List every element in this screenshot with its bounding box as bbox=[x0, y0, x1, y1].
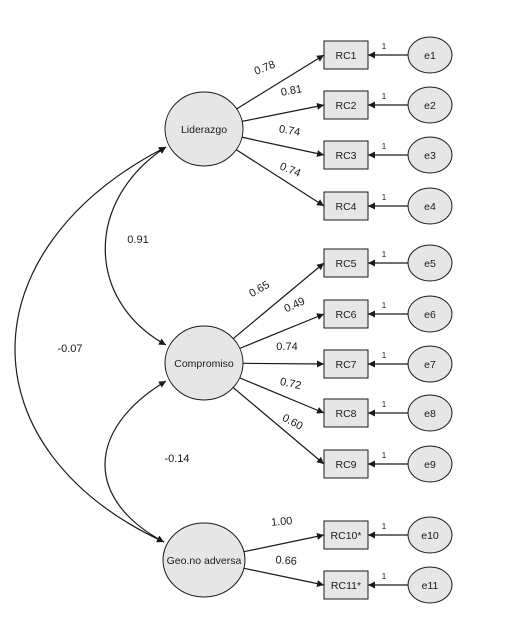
error-label: e5 bbox=[424, 258, 436, 270]
latent-label-compromiso: Compromiso bbox=[174, 358, 234, 370]
error-label: e7 bbox=[424, 359, 436, 371]
latent-label-liderazgo: Liderazgo bbox=[181, 124, 227, 136]
indicator-label: RC2 bbox=[335, 100, 356, 112]
loading-coefficient: 0.78 bbox=[253, 59, 277, 78]
loading-coefficient: 0.81 bbox=[280, 83, 303, 99]
indicator-label: RC11* bbox=[331, 580, 361, 592]
error-term bbox=[407, 345, 453, 383]
loading-path bbox=[242, 360, 325, 368]
loading-path bbox=[239, 377, 325, 414]
covariance-coefficient: -0.07 bbox=[57, 343, 82, 355]
latent-liderazgo bbox=[164, 91, 244, 167]
indicator-box bbox=[323, 449, 369, 479]
error-label: e6 bbox=[424, 309, 436, 321]
indicator-label: RC4 bbox=[335, 201, 356, 213]
indicator-box bbox=[323, 248, 369, 278]
indicator-label: RC7 bbox=[335, 359, 356, 371]
loading-coefficient: 0.66 bbox=[275, 554, 297, 567]
fixed-weight-label: 1 bbox=[382, 250, 387, 259]
indicator-box bbox=[323, 90, 369, 120]
nodes-layer bbox=[162, 36, 453, 604]
loading-path bbox=[243, 533, 325, 553]
error-label: e9 bbox=[424, 459, 436, 471]
indicator-box bbox=[323, 40, 369, 70]
loading-coefficient: 0.74 bbox=[276, 341, 297, 353]
error-term bbox=[407, 36, 453, 74]
error-term bbox=[407, 394, 453, 432]
fixed-weight-label: 1 bbox=[382, 451, 387, 460]
error-label: e10 bbox=[421, 530, 439, 542]
indicator-label: RC3 bbox=[335, 150, 356, 162]
fixed-weight-label: 1 bbox=[382, 92, 387, 101]
fixed-weight-label: 1 bbox=[382, 193, 387, 202]
fixed-weight-label: 1 bbox=[382, 142, 387, 151]
error-label: e4 bbox=[424, 201, 436, 213]
covariance-coefficient: 0.91 bbox=[127, 234, 148, 246]
loading-path bbox=[236, 54, 325, 110]
loading-path bbox=[243, 567, 325, 587]
loading-coefficient: 0.49 bbox=[282, 295, 306, 315]
covariance-coefficient: -0.14 bbox=[164, 453, 189, 465]
indicator-box bbox=[323, 140, 369, 170]
error-term bbox=[407, 566, 453, 604]
error-label: e3 bbox=[424, 150, 436, 162]
loading-path bbox=[241, 136, 325, 157]
error-term bbox=[407, 244, 453, 282]
fixed-weight-label: 1 bbox=[382, 42, 387, 51]
covariance-layer bbox=[14, 146, 167, 543]
indicator-label: RC6 bbox=[335, 309, 356, 321]
loading-coefficient: 0.74 bbox=[278, 161, 302, 180]
loading-path bbox=[242, 102, 325, 122]
loading-coefficient: 0.65 bbox=[247, 279, 272, 300]
loading-coefficient: 1.00 bbox=[271, 515, 293, 529]
latent-compromiso bbox=[164, 325, 244, 401]
error-term bbox=[407, 136, 453, 174]
error-term bbox=[407, 516, 453, 554]
latent-label-geo: Geo.no adversa bbox=[167, 555, 242, 567]
loading-coefficient: 0.72 bbox=[279, 376, 302, 392]
indicator-box bbox=[323, 520, 369, 550]
error-label: e11 bbox=[422, 580, 439, 592]
fixed-weight-label: 1 bbox=[382, 400, 387, 409]
error-label: e1 bbox=[424, 50, 436, 62]
indicator-box bbox=[323, 570, 369, 600]
covariance-arc bbox=[104, 146, 167, 346]
indicator-label: RC5 bbox=[335, 258, 356, 270]
indicator-label: RC10* bbox=[331, 530, 362, 542]
error-term bbox=[407, 445, 453, 483]
error-label: e2 bbox=[424, 100, 436, 112]
indicator-label: RC1 bbox=[335, 50, 356, 62]
error-term bbox=[407, 187, 453, 225]
indicator-box bbox=[323, 349, 369, 379]
loading-path bbox=[232, 262, 325, 340]
indicator-label: RC9 bbox=[335, 459, 356, 471]
error-term bbox=[407, 295, 453, 333]
loading-path bbox=[232, 387, 325, 465]
covariance-arc bbox=[104, 380, 167, 543]
fixed-weight-label: 1 bbox=[382, 301, 387, 310]
fixed-weight-label: 1 bbox=[382, 522, 387, 531]
loading-path bbox=[239, 313, 325, 349]
fixed-weight-label: 1 bbox=[382, 572, 387, 581]
paths-layer bbox=[232, 51, 408, 589]
error-label: e8 bbox=[424, 408, 436, 420]
loading-path bbox=[235, 149, 325, 207]
error-term bbox=[407, 86, 453, 124]
loading-coefficient: 0.74 bbox=[278, 123, 301, 139]
fixed-weight-label: 1 bbox=[382, 351, 387, 360]
latent-geo bbox=[162, 522, 246, 598]
indicator-box bbox=[323, 191, 369, 221]
covariance-arc bbox=[14, 146, 167, 543]
indicator-label: RC8 bbox=[335, 408, 356, 420]
indicator-box bbox=[323, 299, 369, 329]
indicator-box bbox=[323, 398, 369, 428]
